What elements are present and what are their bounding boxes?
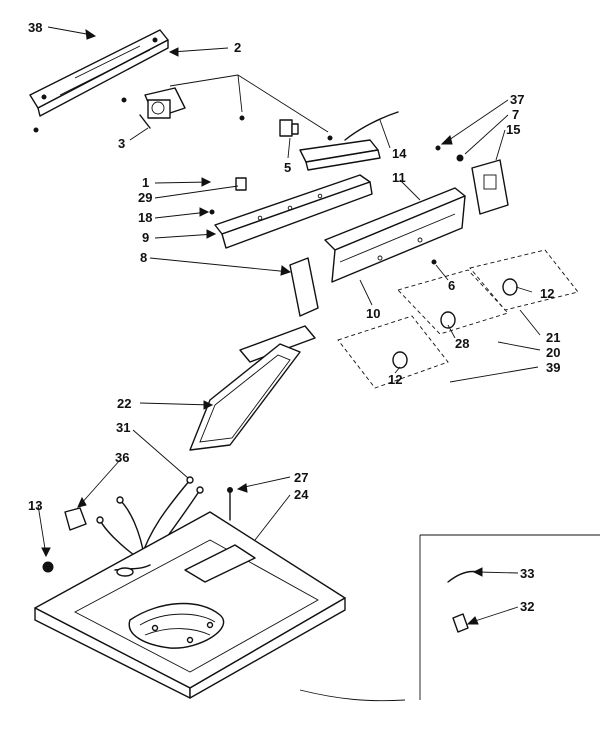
label-37: 37 [510,92,524,107]
switch-part [239,115,333,141]
upper-channel [299,139,381,171]
arrowheads [41,28,483,625]
wire-part [344,111,399,141]
label-24: 24 [294,487,309,502]
label-22: 22 [117,396,131,411]
control-panel [29,29,169,133]
top-lid [189,325,316,451]
label-14: 14 [392,146,407,161]
label-1: 1 [142,175,149,190]
mounting-rail [209,174,373,249]
label-12-lower: 12 [388,372,402,387]
label-3: 3 [118,136,125,151]
nut-part [42,561,54,573]
timer-part [121,87,186,129]
knob-groups [337,249,579,389]
label-29: 29 [138,190,152,205]
label-28: 28 [455,336,469,351]
base-edge [299,689,406,702]
label-7: 7 [512,107,519,122]
label-10: 10 [366,306,380,321]
label-36: 36 [115,450,129,465]
label-8: 8 [140,250,147,265]
label-39: 39 [546,360,560,375]
label-33: 33 [520,566,534,581]
label-18: 18 [138,210,152,225]
label-2: 2 [234,40,241,55]
label-12-upper: 12 [540,286,554,301]
inset-box [419,534,600,700]
wire-harness [96,476,204,572]
label-31: 31 [116,420,130,435]
label-38: 38 [28,20,42,35]
label-21: 21 [546,330,560,345]
label-11: 11 [392,170,406,185]
label-15: 15 [506,122,520,137]
terminal-block [64,507,87,531]
label-5: 5 [284,160,291,175]
right-bracket [435,145,509,215]
main-top [34,511,346,699]
console-housing [324,187,466,283]
label-9: 9 [142,230,149,245]
leader-lines [37,26,541,623]
label-13: 13 [28,498,42,513]
label-32: 32 [520,599,534,614]
label-27: 27 [294,470,308,485]
end-cap [289,257,319,317]
label-20: 20 [546,345,560,360]
label-6: 6 [448,278,455,293]
callout-labels: 38 2 3 5 14 37 7 15 1 29 18 9 11 8 6 12 … [28,20,560,614]
